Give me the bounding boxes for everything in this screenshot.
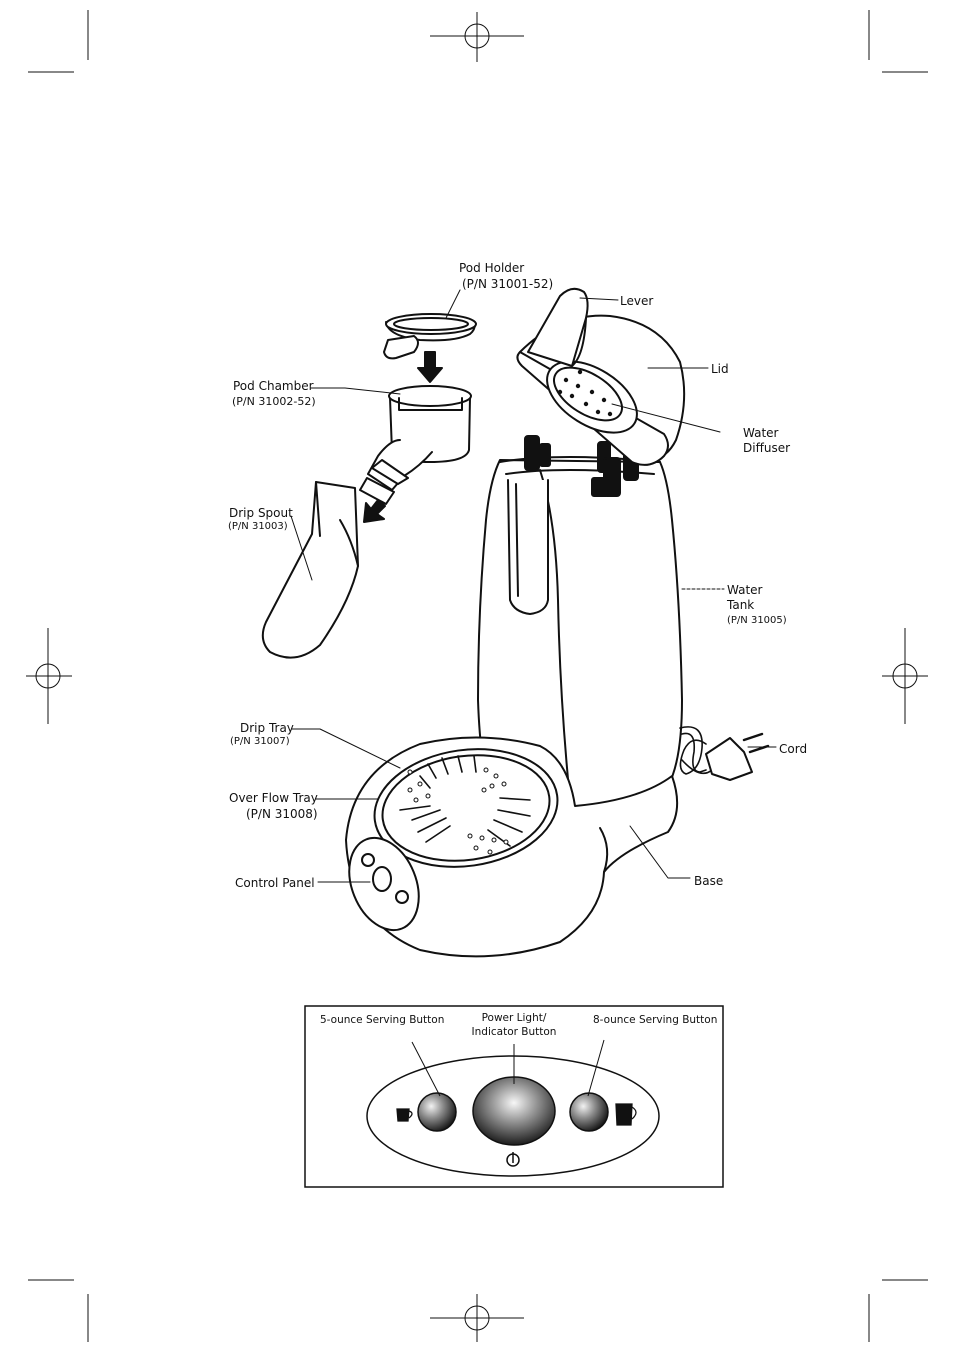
label-control-panel: Control Panel bbox=[235, 876, 315, 890]
plug-icon bbox=[705, 732, 770, 781]
label-5-ounce-button: 5-ounce Serving Button bbox=[320, 1014, 445, 1026]
registration-mark-top bbox=[430, 12, 524, 62]
label-8-ounce-button: 8-ounce Serving Button bbox=[593, 1014, 718, 1026]
8-ounce-serving-button[interactable] bbox=[569, 1092, 609, 1132]
large-cup-icon bbox=[615, 1103, 637, 1126]
lever bbox=[527, 287, 589, 367]
power-cord bbox=[679, 726, 713, 775]
label-over-flow-tray: Over Flow Tray bbox=[229, 791, 318, 805]
label-drip-spout: Drip Spout bbox=[229, 506, 293, 520]
label-water-diffuser-line1: Water bbox=[743, 426, 779, 440]
diffuser-nozzles bbox=[524, 435, 639, 497]
pod-chamber bbox=[359, 385, 472, 505]
label-water-tank-line1: Water bbox=[727, 583, 763, 597]
base-control-panel bbox=[348, 836, 420, 932]
registration-mark-bottom bbox=[430, 1294, 524, 1342]
power-indicator-button[interactable] bbox=[472, 1076, 556, 1146]
label-over-flow-tray-part-number: (P/N 31008) bbox=[246, 807, 318, 821]
crop-marks bbox=[28, 10, 928, 1342]
label-pod-chamber-part-number: (P/N 31002-52) bbox=[232, 395, 316, 408]
label-lever: Lever bbox=[620, 294, 654, 308]
leader-lines bbox=[290, 289, 777, 883]
label-drip-tray: Drip Tray bbox=[240, 721, 294, 735]
label-pod-chamber: Pod Chamber bbox=[233, 379, 314, 393]
label-cord: Cord bbox=[779, 742, 808, 756]
power-symbol-icon bbox=[506, 1152, 520, 1167]
base bbox=[345, 736, 679, 958]
down-left-arrow-icon bbox=[363, 499, 386, 523]
down-arrow-icon bbox=[417, 351, 443, 383]
small-cup-icon bbox=[396, 1108, 413, 1122]
label-base: Base bbox=[694, 874, 724, 888]
label-pod-holder: Pod Holder bbox=[459, 261, 525, 275]
label-power-light-line2: Indicator Button bbox=[471, 1026, 557, 1038]
registration-mark-left bbox=[26, 628, 72, 724]
label-drip-tray-part-number: (P/N 31007) bbox=[230, 736, 290, 747]
label-pod-holder-part-number: (P/N 31001-52) bbox=[462, 277, 554, 291]
panel-leader-lines bbox=[411, 1039, 605, 1097]
registration-mark-right bbox=[882, 628, 928, 724]
label-water-tank-part-number: (P/N 31005) bbox=[727, 615, 787, 626]
label-drip-spout-part-number: (P/N 31003) bbox=[228, 521, 288, 532]
drip-tray-holes bbox=[407, 767, 509, 855]
diffuser-holes bbox=[557, 369, 613, 417]
drip-spout bbox=[261, 481, 359, 659]
label-water-tank-line2: Tank bbox=[727, 598, 755, 612]
5-ounce-serving-button[interactable] bbox=[417, 1092, 457, 1132]
label-water-diffuser-line2: Diffuser bbox=[743, 441, 791, 455]
pod-holder bbox=[383, 313, 477, 360]
control-panel-detail bbox=[304, 1005, 724, 1188]
label-lid: Lid bbox=[711, 362, 729, 376]
water-tank bbox=[477, 456, 683, 813]
label-power-light-line1: Power Light/ bbox=[481, 1012, 547, 1024]
